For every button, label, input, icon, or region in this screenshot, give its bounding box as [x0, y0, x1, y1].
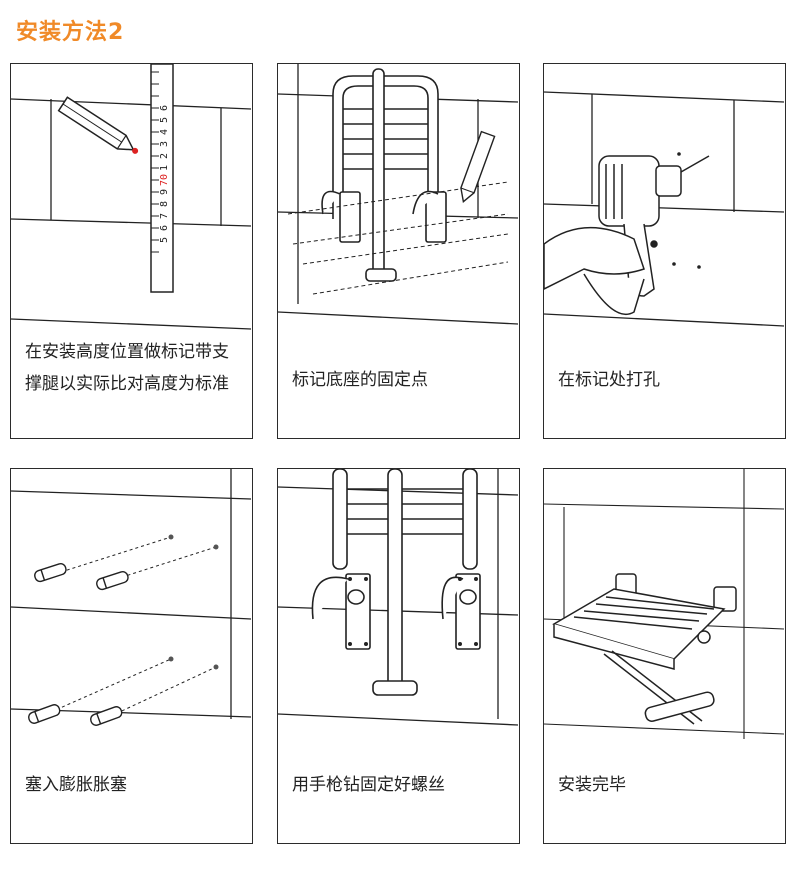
- ruler-number: 70: [159, 174, 170, 186]
- step-caption: 用手枪钻固定好螺丝: [292, 775, 445, 795]
- ruler-number: 7: [159, 213, 170, 219]
- step-caption: 在标记处打孔: [558, 370, 660, 390]
- step-panel-4: 塞入膨胀胀塞: [10, 468, 253, 844]
- page-title: 安装方法2: [16, 20, 125, 45]
- ruler-number: 5: [159, 237, 170, 243]
- step-panel-3: 在标记处打孔: [543, 63, 786, 439]
- drill-icon: [544, 91, 784, 327]
- anchor-plug-icon: [11, 469, 251, 726]
- seat-frame-marking-icon: [278, 64, 518, 325]
- ruler-number: 6: [159, 105, 170, 111]
- step-panel-2: 标记底座的固定点: [277, 63, 520, 439]
- step-caption: 在安装高度位置做标记带支撑腿以实际比对高度为标准: [25, 342, 229, 394]
- step-panel-5: 用手枪钻固定好螺丝: [277, 468, 520, 844]
- step-caption: 安装完毕: [558, 775, 626, 795]
- step-caption: 标记底座的固定点: [292, 370, 428, 390]
- screw-fixing-icon: [278, 469, 518, 726]
- folded-seat-icon: [544, 469, 784, 739]
- step-caption: 塞入膨胀胀塞: [25, 775, 127, 795]
- ruler-number: 4: [159, 129, 170, 135]
- ruler-number: 6: [159, 225, 170, 231]
- ruler-number: 3: [159, 141, 170, 147]
- step-panel-1: 5 6 7 8 9 70 1 2 3 4 5 6 在安装高度位置做标记带支撑腿以实际比对高度为标准: [10, 63, 253, 439]
- pencil-ruler-icon: 5 6 7 8 9 70 1 2 3 4 5 6: [11, 64, 251, 330]
- ruler-number: 5: [159, 117, 170, 123]
- step-panel-6: 安装完毕: [543, 468, 786, 844]
- ruler-number: 2: [159, 153, 170, 159]
- ruler-number: 9: [159, 189, 170, 195]
- ruler-number: 1: [159, 165, 170, 171]
- ruler-number: 8: [159, 201, 170, 207]
